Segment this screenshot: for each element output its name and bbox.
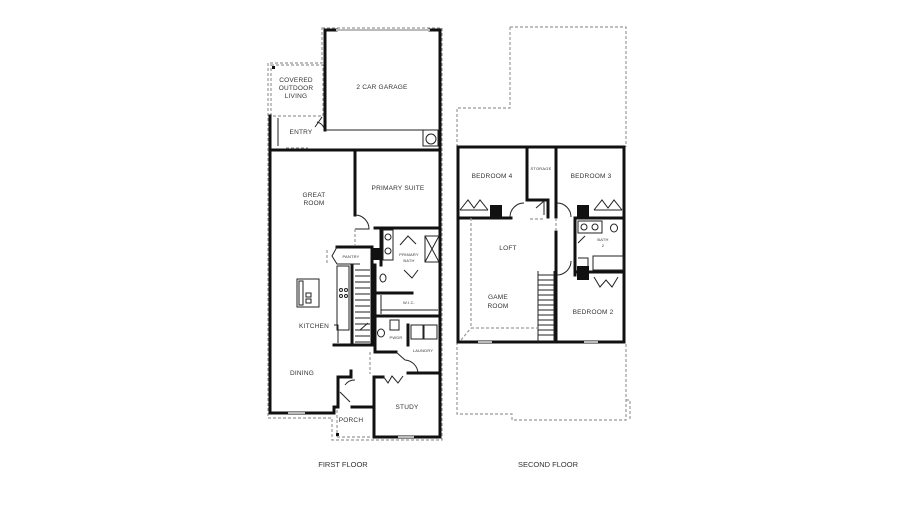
label-great-room: GREAT [303,192,326,199]
label-game-room: GAME [488,294,508,301]
second-floor-title: SECOND FLOOR [518,460,579,469]
svg-text:2: 2 [602,243,605,248]
second-floor-labels: BEDROOM 4 STORAGE BEDROOM 3 BATH 2 LOFT … [472,166,614,316]
svg-text:ROOM: ROOM [487,303,508,310]
label-covered-outdoor-living: COVERED [279,77,313,84]
first-floor-title: FIRST FLOOR [318,460,368,469]
label-bath-2: BATH [597,237,608,242]
label-loft: LOFT [499,245,516,252]
label-wic: W.I.C. [403,300,415,305]
first-floor-labels: COVERED OUTDOOR LIVING 2 CAR GARAGE ENTR… [279,77,434,424]
svg-text:ROOM: ROOM [303,200,324,207]
label-bedroom-3: BEDROOM 3 [571,173,612,180]
svg-text:BATH: BATH [403,258,414,263]
bath-2 [573,216,626,288]
pwdr-laundry [373,314,442,375]
stairs-first [332,263,374,347]
label-garage: 2 CAR GARAGE [356,84,408,91]
storage [509,145,558,220]
svg-text:OUTDOOR: OUTDOOR [279,85,314,92]
loft-stairs [460,218,572,344]
label-entry: ENTRY [290,129,313,136]
svg-text:LIVING: LIVING [285,93,308,100]
label-kitchen: KITCHEN [299,323,329,330]
label-porch: PORCH [339,417,364,424]
entry [268,114,325,152]
label-laundry: LAUNDRY [413,348,434,353]
garage [323,28,442,150]
label-pwdr: PWDR [389,335,402,340]
bedroom-4 [456,145,529,220]
label-dining: DINING [290,370,314,377]
first-floor-plan [267,27,443,441]
label-primary-suite: PRIMARY SUITE [372,185,425,192]
bedroom-3 [556,199,626,220]
label-pantry: PANTRY [342,254,359,259]
second-floor-plan [456,26,631,421]
study [372,371,420,384]
label-bedroom-4: BEDROOM 4 [472,173,513,180]
pantry [331,245,374,267]
label-study: STUDY [395,404,418,411]
primary-bath [372,226,440,295]
porch [336,352,374,438]
kitchen-island [296,278,320,308]
label-primary-bath: PRIMARY [399,252,419,257]
label-bedroom-2: BEDROOM 2 [573,309,614,316]
label-storage: STORAGE [531,166,552,171]
